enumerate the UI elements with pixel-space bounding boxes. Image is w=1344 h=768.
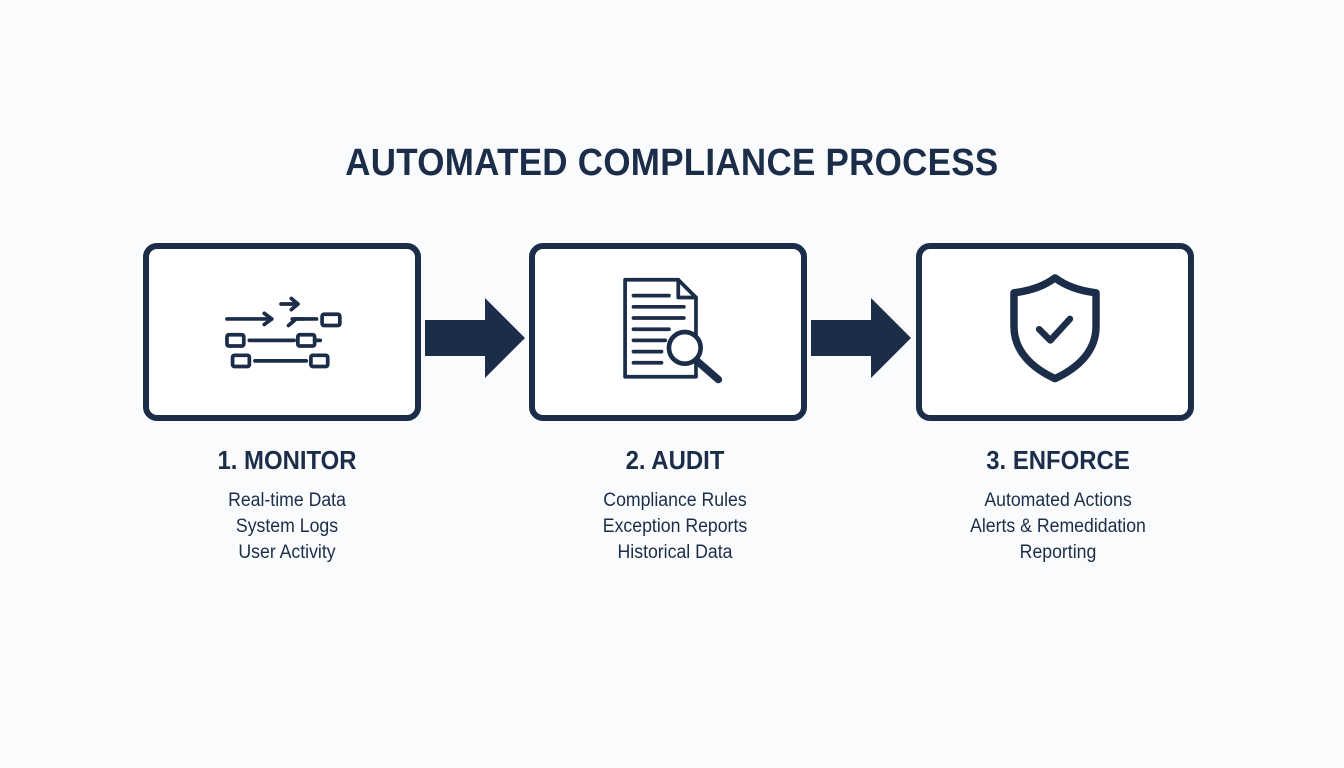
step-detail: Alerts & Remedidation: [970, 516, 1146, 537]
data-flow-icon: [225, 296, 342, 369]
enforce-step-text: 3. ENFORCE Automated Actions Alerts & Re…: [908, 440, 1208, 566]
arrow-right-icon: [425, 298, 525, 378]
step-detail: System Logs: [235, 516, 339, 537]
audit-step-text: 2. AUDIT Compliance Rules Exception Repo…: [525, 440, 825, 566]
monitor-step-card: [143, 243, 421, 421]
shield-check-icon: [1010, 274, 1100, 383]
step-detail: Real-time Data: [228, 490, 346, 511]
step-detail: Automated Actions: [984, 490, 1132, 511]
step-detail: User Activity: [238, 542, 336, 563]
arrow-right-icon: [811, 298, 911, 378]
step-detail: Exception Reports: [602, 516, 748, 537]
step-detail: Historical Data: [617, 542, 733, 563]
step-title: 3. ENFORCE: [986, 445, 1130, 475]
enforce-step-card: [916, 243, 1194, 421]
monitor-step-text: 1. MONITOR Real-time Data System Logs Us…: [137, 440, 437, 566]
audit-step-card: [529, 243, 807, 421]
document-search-icon: [623, 277, 723, 384]
step-detail: Reporting: [1019, 542, 1097, 563]
step-detail: Compliance Rules: [603, 490, 747, 511]
step-title: 2. AUDIT: [625, 445, 725, 475]
page-title: AUTOMATED COMPLIANCE PROCESS: [345, 142, 999, 184]
step-title: 1. MONITOR: [217, 445, 357, 475]
